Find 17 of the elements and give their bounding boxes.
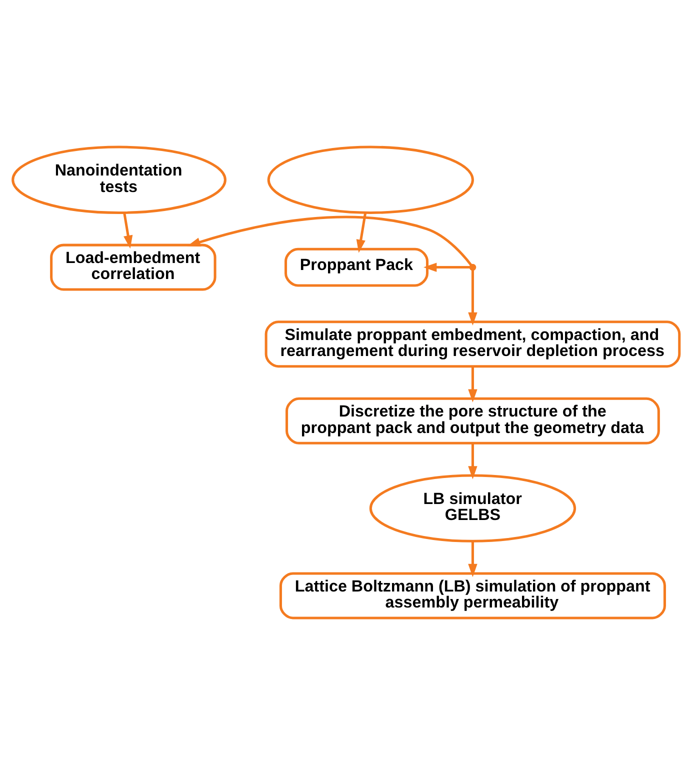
arrow	[468, 269, 478, 326]
node-ellipse	[267, 145, 474, 214]
arrow	[424, 262, 470, 272]
node-box: Lattice Boltzmann (LB) simulation of proppant assembly permeability	[279, 572, 666, 619]
node-ellipse: LB simulator GELBS	[369, 474, 576, 542]
arrow	[468, 366, 478, 402]
node-ellipse: Nanoindentation tests	[12, 145, 226, 214]
node-box: Load-embedment correlation	[50, 243, 216, 290]
arrow	[123, 212, 133, 248]
arrow	[468, 442, 478, 479]
arrow	[187, 215, 472, 266]
arrow	[468, 541, 478, 577]
arrow	[356, 212, 367, 252]
node-box: Discretize the pore structure of the proppant pack and output the geometry data	[286, 396, 660, 444]
node-point	[469, 263, 476, 270]
node-box: Simulate proppant embedment, compaction, and rearrangement during reservoir depletion process	[264, 320, 681, 368]
node-box: Proppant Pack	[284, 247, 428, 286]
